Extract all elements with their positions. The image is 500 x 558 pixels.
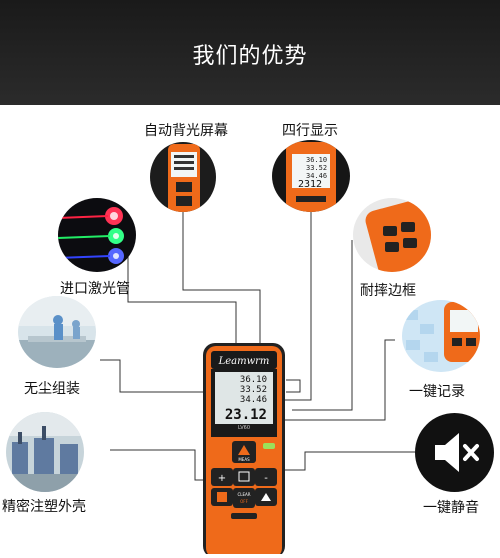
mute-feature-badge: [415, 413, 494, 492]
feature-label-dustfree: 无尘组装: [24, 381, 80, 397]
svg-text:OFF: OFF: [240, 499, 248, 504]
header-banner: 我们的优势: [0, 0, 500, 105]
one-key-record-photo: [402, 300, 480, 372]
screen-row-2: 33.52: [240, 385, 267, 395]
plus-button[interactable]: +: [211, 468, 233, 486]
screen-main-reading: 23.12: [225, 407, 267, 423]
bottom-level-bar: [231, 513, 257, 519]
laser-tube-photo: [58, 198, 136, 272]
bubble-level: [263, 443, 275, 449]
page-title: 我们的优势: [192, 44, 308, 69]
svg-text:33.52: 33.52: [306, 164, 327, 172]
feature-label-durable: 耐摔边框: [360, 283, 416, 299]
feature-label-four-rows: 四行显示: [282, 123, 338, 139]
area-mode-button[interactable]: [233, 468, 255, 486]
clear-off-button[interactable]: CLEAR OFF: [233, 488, 255, 508]
injection-shell-photo: [6, 412, 84, 492]
feature-label-backlight: 自动背光屏幕: [144, 123, 228, 139]
device-brand-logo: Leamwrm: [218, 356, 270, 367]
minus-button[interactable]: -: [255, 468, 277, 486]
meas-button[interactable]: MEAS: [232, 441, 256, 463]
svg-text:36.10: 36.10: [306, 156, 327, 164]
svg-text:2312: 2312: [298, 179, 322, 190]
feature-label-laser-tube: 进口激光管: [60, 281, 130, 297]
feature-label-one-key-mute: 一键静音: [423, 500, 479, 516]
svg-text:MEAS: MEAS: [238, 457, 250, 462]
unit-button[interactable]: [211, 488, 233, 506]
laser-rangefinder-device: Leamwrm 36.10 33.52 34.46 23.12 LV60 MEA…: [203, 343, 285, 558]
durable-frame-photo: [353, 198, 431, 272]
svg-text:-: -: [264, 473, 268, 484]
screen-row-1: 36.10: [240, 375, 267, 385]
dustfree-assembly-photo: [18, 296, 96, 368]
feature-label-injection-shell: 精密注塑外壳: [2, 499, 86, 515]
feature-label-one-key-record: 一键记录: [409, 384, 465, 400]
device-screen: [215, 372, 273, 424]
screen-row-3: 34.46: [240, 395, 267, 405]
device-model-label: LV60: [238, 425, 250, 431]
svg-text:+: +: [218, 473, 226, 484]
svg-text:34.46: 34.46: [306, 172, 327, 180]
reference-button[interactable]: [255, 488, 277, 506]
mute-speaker-icon: [435, 433, 479, 472]
svg-text:CLEAR: CLEAR: [237, 492, 250, 497]
backlight-screen-photo: [150, 142, 216, 212]
